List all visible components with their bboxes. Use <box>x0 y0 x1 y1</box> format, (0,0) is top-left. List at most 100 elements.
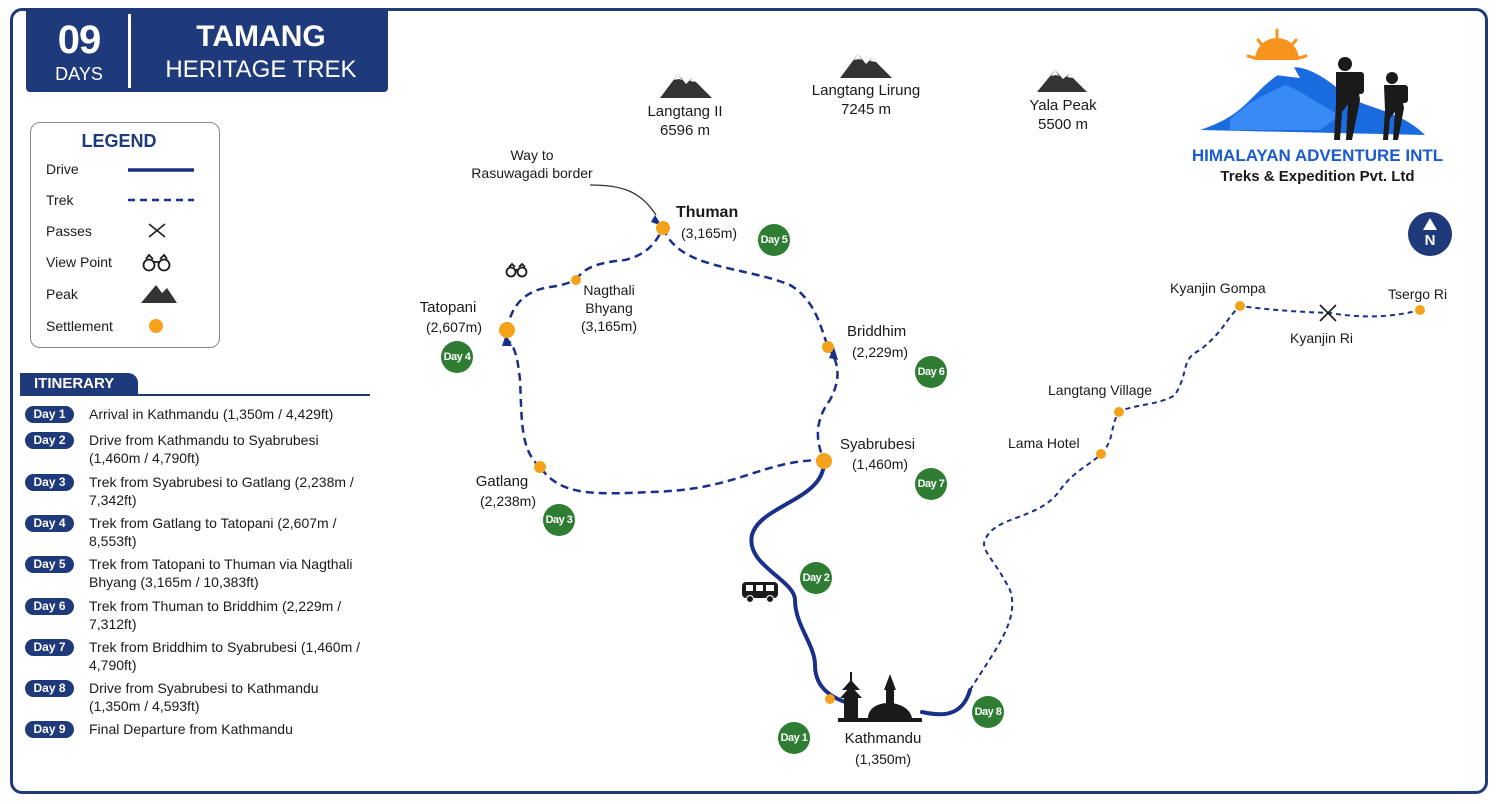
place-elevation-kathmandu: (1,350m) <box>854 751 912 767</box>
settlement-dot-tatopani <box>499 322 515 338</box>
trek-arrow-tatopani <box>502 334 512 346</box>
settlement-dot-gatlang <box>534 461 546 473</box>
legend-label-passes: Passes <box>46 223 92 239</box>
legend-label-viewpoint: View Point <box>46 254 112 270</box>
title-block: 09 DAYS TAMANG HERITAGE TREK <box>26 8 388 92</box>
itinerary-day-text: Drive from Kathmandu to Syabrubesi (1,46… <box>89 432 319 466</box>
itinerary-day-badge: Day 9 <box>25 721 74 738</box>
itinerary-day-badge: Day 7 <box>25 639 74 656</box>
place-name-lama-hotel: Lama Hotel <box>1008 435 1080 451</box>
trek-gatlang-tatopani <box>506 338 541 468</box>
north-compass-icon: N <box>1408 212 1452 256</box>
itinerary-day-badge: Day 2 <box>25 432 74 449</box>
legend-label-trek: Trek <box>46 192 74 208</box>
days-label: DAYS <box>55 64 103 84</box>
brand-subtitle: Treks & Expedition Pvt. Ltd <box>1220 168 1415 185</box>
settlement-dot-briddhim <box>822 341 834 353</box>
place-name-nagthali-2: Bhyang <box>585 300 633 316</box>
peak-elevation: 7245 m <box>840 101 892 118</box>
trek-tatopani-nagthali <box>505 278 577 331</box>
itinerary-day-badge: Day 8 <box>25 680 74 697</box>
day-marker: Day 1 <box>778 722 810 754</box>
day-marker: Day 3 <box>543 504 575 536</box>
place-elevation-thuman: (3,165m) <box>681 225 738 241</box>
place-name-kyanjin-ri: Kyanjin Ri <box>1290 330 1354 346</box>
itinerary-day-text: Trek from Briddhim to Syabrubesi (1,460m… <box>89 639 361 673</box>
trek-briddhim-syabrubesi <box>816 346 839 461</box>
peak-elevation: 5500 m <box>1037 116 1089 133</box>
page-subtitle: HERITAGE TREK <box>165 56 357 83</box>
place-name-gatlang: Gatlang <box>475 473 529 490</box>
place-elevation-nagthali: (3,165m) <box>580 318 638 334</box>
settlement-dot-thuman <box>656 221 670 235</box>
place-name-thuman: Thuman <box>676 204 739 221</box>
itinerary-day-text: Drive from Syabrubesi to Kathmandu (1,35… <box>89 680 319 714</box>
itinerary-day-text: Final Departure from Kathmandu <box>89 721 293 737</box>
peak-elevation: 6596 m <box>659 122 711 139</box>
day-marker: Day 7 <box>915 468 947 500</box>
place-name-langtang-village: Langtang Village <box>1048 382 1153 398</box>
settlement-dot-kyanjin-gompa <box>1235 301 1245 311</box>
trek-syabrubesi-gatlang <box>538 458 825 495</box>
company-logo-icon <box>1200 28 1425 140</box>
place-name-kathmandu: Kathmandu <box>844 730 922 747</box>
legend-title: LEGEND <box>81 131 157 151</box>
itinerary-day-badge: Day 6 <box>25 598 74 615</box>
legend-symbols <box>128 168 194 333</box>
place-name-syabrubesi: Syabrubesi <box>840 436 916 453</box>
drive-route-syabrubesi <box>749 460 857 707</box>
day-marker: Day 2 <box>800 562 832 594</box>
drive-route-return <box>920 688 972 717</box>
place-elevation-gatlang: (2,238m) <box>479 493 537 509</box>
place-name-tatopani: Tatopani <box>419 299 477 316</box>
mountain-icon <box>1037 70 1087 92</box>
place-name-kyanjin-gompa: Kyanjin Gompa <box>1170 280 1266 296</box>
place-name-briddhim: Briddhim <box>847 323 907 340</box>
title-divider <box>128 14 131 88</box>
settlement-dot-langtang-village <box>1114 407 1124 417</box>
place-elevation-tatopani: (2,607m) <box>425 319 483 335</box>
binoculars-icon <box>505 262 528 278</box>
place-name-nagthali: Nagthali <box>583 282 635 298</box>
day-marker: Day 8 <box>972 696 1004 728</box>
days-count: 09 <box>57 18 102 62</box>
itinerary-day-badge: Day 3 <box>25 474 74 491</box>
place-elevation-syabrubesi: (1,460m) <box>852 456 909 472</box>
page-title: TAMANG <box>196 20 326 53</box>
itinerary-day-text: Arrival in Kathmandu (1,350m / 4,429ft) <box>89 406 334 422</box>
pass-cross-icon <box>148 223 166 238</box>
itinerary-title: ITINERARY <box>20 373 138 395</box>
itinerary-day-text: Trek from Gatlang to Tatopani (2,607m / … <box>89 515 337 549</box>
peak-name: Yala Peak <box>1029 97 1097 114</box>
place-name-tsergo-ri: Tsergo Ri <box>1388 286 1448 302</box>
map-frame <box>10 8 1488 794</box>
rasuwagadi-note-line1: Way to <box>510 147 554 163</box>
brand-name: HIMALAYAN ADVENTURE INTL <box>1191 146 1444 165</box>
itinerary-day-badge: Day 4 <box>25 515 74 532</box>
legend-label-drive: Drive <box>46 161 79 177</box>
mountain-icon <box>840 54 892 78</box>
itinerary-day-text: Trek from Thuman to Briddhim (2,229m / 7… <box>89 598 342 632</box>
rasuwagadi-arrow <box>589 184 657 216</box>
place-elevation-briddhim: (2,229m) <box>852 344 909 360</box>
itinerary-day-badge: Day 5 <box>25 556 74 573</box>
legend-panel: LEGEND Drive Trek Passes View Point Peak… <box>30 122 220 348</box>
binoculars-icon <box>142 253 171 272</box>
settlement-dot-lama-hotel <box>1096 449 1106 459</box>
day-marker: Day 5 <box>758 224 790 256</box>
rasuwagadi-note-line2: Rasuwagadi border <box>471 165 593 181</box>
orange-dot-icon <box>149 319 163 333</box>
stupa-icon <box>838 672 922 722</box>
kyanjin-ri-pass-icon <box>1319 304 1337 322</box>
legend-label-peak: Peak <box>46 286 78 302</box>
trek-thuman-briddhim <box>661 227 830 348</box>
settlement-dot-nagthali <box>571 275 581 285</box>
trek-arrow-briddhim <box>829 347 838 360</box>
day-marker: Day 4 <box>441 341 473 373</box>
settlement-dot-tsergo-ri <box>1415 305 1425 315</box>
bus-icon <box>742 582 778 603</box>
trek-langtang-valley <box>969 304 1421 691</box>
compass-label: N <box>1424 232 1436 249</box>
day-marker: Day 6 <box>915 356 947 388</box>
